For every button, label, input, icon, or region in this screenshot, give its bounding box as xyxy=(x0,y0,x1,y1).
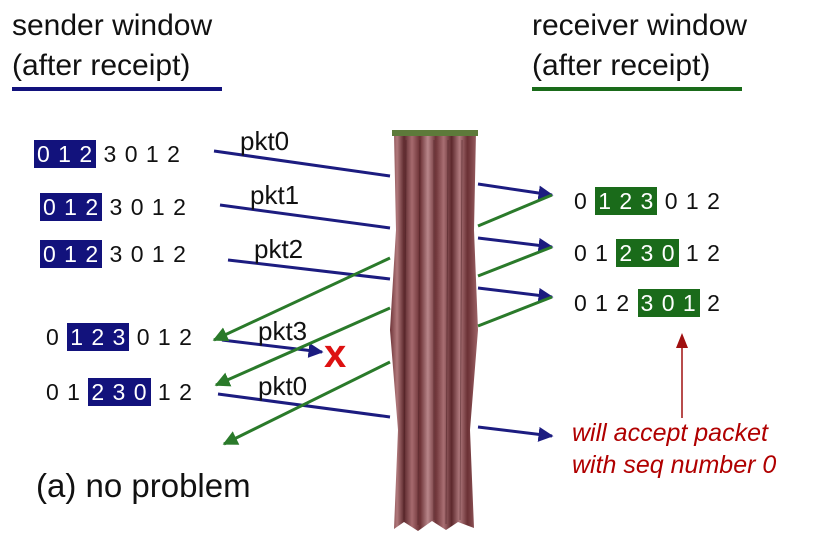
sender-row-3-after: 3 0 1 2 xyxy=(102,241,187,267)
pkt1-label: pkt1 xyxy=(250,180,300,210)
receiver-row-2-window: 2 3 0 xyxy=(616,239,679,267)
receiver-window-subheading: (after receipt) xyxy=(532,49,711,82)
pkt3-arrow-lost xyxy=(221,338,324,358)
sender-heading-underline xyxy=(12,87,222,91)
receiver-row-1-before: 0 xyxy=(574,188,596,214)
receiver-row-1-after: 0 1 2 xyxy=(657,188,721,214)
pkt2-arrow-right xyxy=(477,286,554,303)
sender-row-2-window: 0 1 2 xyxy=(40,193,103,221)
ack2-arrow-right xyxy=(477,295,553,328)
scenario-caption: (a) no problem xyxy=(36,467,251,504)
sender-row-5-before: 0 1 xyxy=(46,379,89,405)
sender-row-3-window: 0 1 2 xyxy=(40,240,103,268)
receiver-heading-underline xyxy=(532,87,742,91)
ack0-arrow-right xyxy=(477,193,553,228)
pkt0-arrow-left xyxy=(213,149,391,178)
receiver-row-1-window: 1 2 3 xyxy=(595,187,658,215)
sender-row-4-before: 0 xyxy=(46,324,68,350)
sender-window-row-1: 0 1 2 3 0 1 2 xyxy=(34,140,181,169)
sender-window-subheading: (after receipt) xyxy=(12,49,191,82)
pkt0-retransmit-arrow-right xyxy=(477,425,554,442)
sender-row-5-window: 2 3 0 xyxy=(88,378,151,406)
receiver-window-row-2: 0 1 2 3 0 1 2 xyxy=(574,239,721,268)
receiver-window-row-3: 0 1 2 3 0 1 2 xyxy=(574,289,721,318)
accept-note-line-2: with seq number 0 xyxy=(572,451,777,479)
pkt1-arrow-right xyxy=(477,236,554,253)
sender-window-row-5: 0 1 2 3 0 1 2 xyxy=(46,378,193,407)
data-packet-arrows xyxy=(213,149,554,442)
pkt1-arrow-left xyxy=(219,203,391,230)
pkt0-label: pkt0 xyxy=(240,126,290,156)
sender-window-heading: sender window xyxy=(12,9,213,42)
pkt2-arrow-left xyxy=(227,258,391,281)
ack1-arrow-left xyxy=(214,306,391,387)
sender-row-4-after: 0 1 2 xyxy=(129,324,193,350)
receiver-row-2-after: 1 2 xyxy=(678,240,721,266)
sender-row-1-after: 3 0 1 2 xyxy=(96,141,181,167)
ack-arrows xyxy=(212,193,553,446)
ack2-arrow-left xyxy=(222,360,391,446)
sender-row-2-after: 3 0 1 2 xyxy=(102,194,187,220)
curtain-icon xyxy=(390,130,478,531)
receiver-window-heading: receiver window xyxy=(532,9,748,42)
accept-note-line-1: will accept packet xyxy=(572,419,768,447)
pkt0-arrow-right xyxy=(477,182,554,201)
sender-row-4-window: 1 2 3 xyxy=(67,323,130,351)
receiver-row-3-before: 0 1 2 xyxy=(574,290,638,316)
sender-window-row-2: 0 1 2 3 0 1 2 xyxy=(40,193,187,222)
receiver-row-3-window: 3 0 1 xyxy=(637,289,700,317)
receiver-row-3-after: 2 xyxy=(699,290,721,316)
sender-row-5-after: 1 2 xyxy=(150,379,193,405)
sender-row-1-window: 0 1 2 xyxy=(34,140,97,168)
sender-window-row-4: 0 1 2 3 0 1 2 xyxy=(46,323,193,352)
ack0-arrow-left xyxy=(212,256,391,342)
note-pointer-arrow xyxy=(676,333,688,418)
pkt3-label: pkt3 xyxy=(258,316,308,346)
pkt2-label: pkt2 xyxy=(254,234,304,264)
ack1-arrow-right xyxy=(477,245,553,278)
receiver-window-row-1: 0 1 2 3 0 1 2 xyxy=(574,187,721,216)
packet-loss-x-icon: x xyxy=(324,332,347,376)
sender-window-row-3: 0 1 2 3 0 1 2 xyxy=(40,240,187,269)
receiver-row-2-before: 0 1 xyxy=(574,240,617,266)
pkt0-retransmit-label: pkt0 xyxy=(258,371,308,401)
